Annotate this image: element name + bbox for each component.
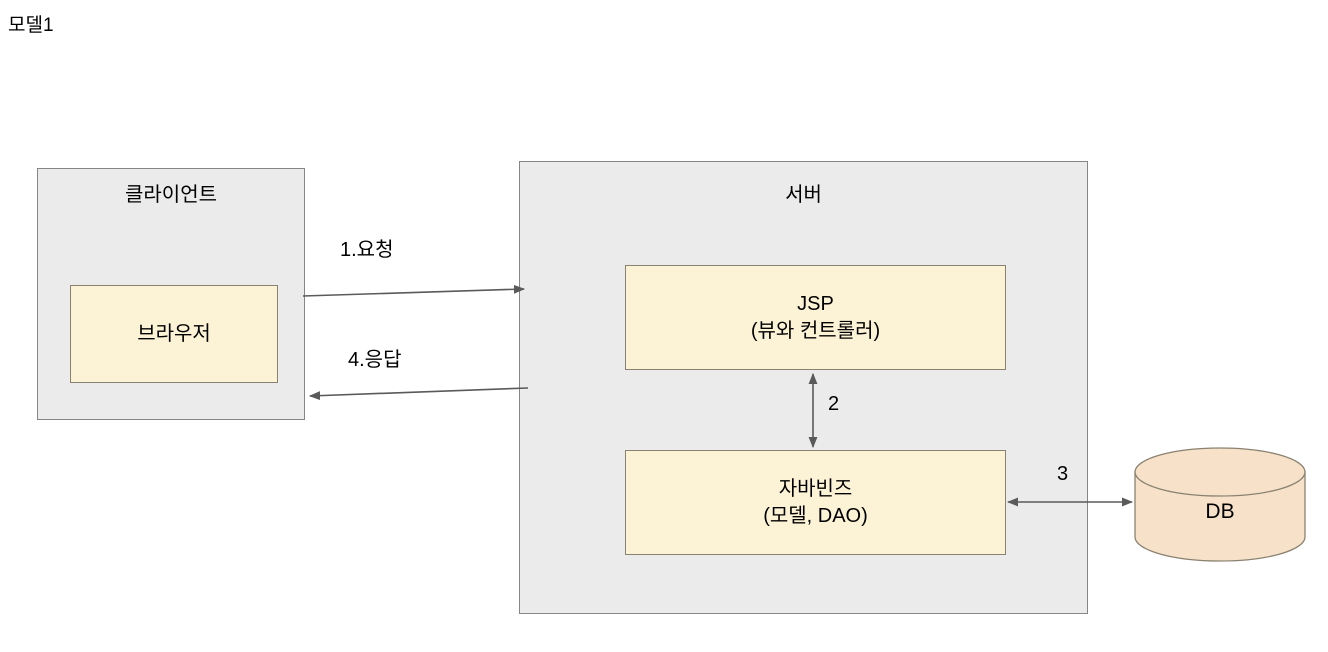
client-label: 클라이언트	[125, 184, 217, 206]
jsp-subtitle: (뷰와 컨트롤러)	[750, 319, 881, 342]
jsp-title: JSP	[797, 292, 834, 315]
browser-node[interactable]: 브라우저	[70, 285, 278, 383]
database-label: DB	[1205, 500, 1235, 523]
page-title: 모델1	[8, 15, 54, 36]
edge-label-jsp-javabeans: 2	[828, 393, 840, 415]
edge-label-request: 1.요청	[340, 239, 394, 261]
edge-label-javabeans-db: 3	[1057, 463, 1069, 485]
javabeans-title: 자바빈즈	[778, 477, 853, 500]
javabeans-node[interactable]: 자바빈즈 (모델, DAO)	[625, 450, 1006, 555]
edge-request-arrow	[302, 284, 526, 297]
browser-label: 브라우저	[137, 322, 211, 345]
edge-label-response: 4.응답	[348, 349, 402, 371]
jsp-node[interactable]: JSP (뷰와 컨트롤러)	[625, 265, 1006, 370]
server-label: 서버	[785, 184, 822, 206]
javabeans-subtitle: (모델, DAO)	[763, 504, 868, 527]
edge-response-arrow	[308, 387, 529, 401]
